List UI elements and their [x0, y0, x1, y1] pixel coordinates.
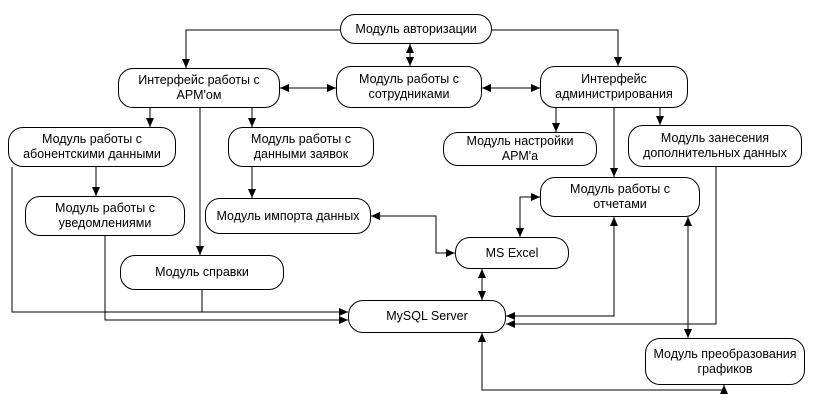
- node-admin-interface: Интерфейс администрирования: [540, 66, 688, 108]
- node-mysql: MySQL Server: [348, 300, 506, 333]
- edge-subscriber-data-mysql: [11, 167, 348, 316]
- node-auth: Модуль авторизации: [340, 14, 492, 44]
- edge-extra-data-mysql: [506, 167, 717, 328]
- node-excel-label: MS Excel: [485, 245, 539, 260]
- node-employees: Модуль работы с сотрудниками: [336, 66, 482, 108]
- node-arm-interface: Интерфейс работы с АРМ'ом: [118, 68, 280, 108]
- node-help-label: Модуль справки: [155, 265, 249, 280]
- edge-auth-admin-interface: [492, 29, 622, 66]
- node-employees-label: Модуль работы с сотрудниками: [359, 72, 459, 101]
- node-import-data-label: Модуль импорта данных: [216, 208, 360, 223]
- node-admin-interface-label: Интерфейс администрирования: [555, 72, 673, 101]
- node-notifications: Модуль работы с уведомлениями: [25, 196, 185, 236]
- node-arm-settings: Модуль настройки АРМ'а: [443, 132, 597, 166]
- node-notifications-label: Модуль работы с уведомлениями: [55, 201, 155, 230]
- edge-import-data-excel: [371, 212, 455, 257]
- edge-reports-mysql: [506, 217, 618, 320]
- node-arm-settings-label: Модуль настройки АРМ'а: [466, 134, 574, 163]
- node-subscriber-data: Модуль работы с абонентскими данными: [8, 127, 176, 167]
- node-graphs: Модуль преобразования графиков: [645, 338, 805, 385]
- edge-mysql-graphs: [478, 333, 728, 394]
- node-auth-label: Модуль авторизации: [355, 21, 477, 36]
- edge-auth-arm-interface: [182, 29, 340, 68]
- node-requests-data: Модуль работы с данными заявок: [228, 127, 374, 167]
- node-mysql-label: MySQL Server: [386, 309, 468, 324]
- node-excel: MS Excel: [455, 237, 569, 269]
- node-subscriber-data-label: Модуль работы с абонентскими данными: [23, 132, 161, 161]
- node-reports: Модуль работы с отчетами: [540, 177, 700, 217]
- node-requests-data-label: Модуль работы с данными заявок: [251, 132, 351, 161]
- node-extra-data-label: Модуль занесения дополнительных данных: [643, 131, 787, 160]
- node-help: Модуль справки: [120, 255, 284, 290]
- node-reports-label: Модуль работы с отчетами: [570, 182, 670, 211]
- node-arm-interface-label: Интерфейс работы с АРМ'ом: [138, 73, 260, 102]
- edge-notifications-mysql: [104, 236, 348, 324]
- edge-reports-excel: [516, 193, 540, 237]
- node-extra-data: Модуль занесения дополнительных данных: [628, 125, 802, 167]
- node-graphs-label: Модуль преобразования графиков: [653, 346, 797, 376]
- node-import-data: Модуль импорта данных: [205, 198, 371, 234]
